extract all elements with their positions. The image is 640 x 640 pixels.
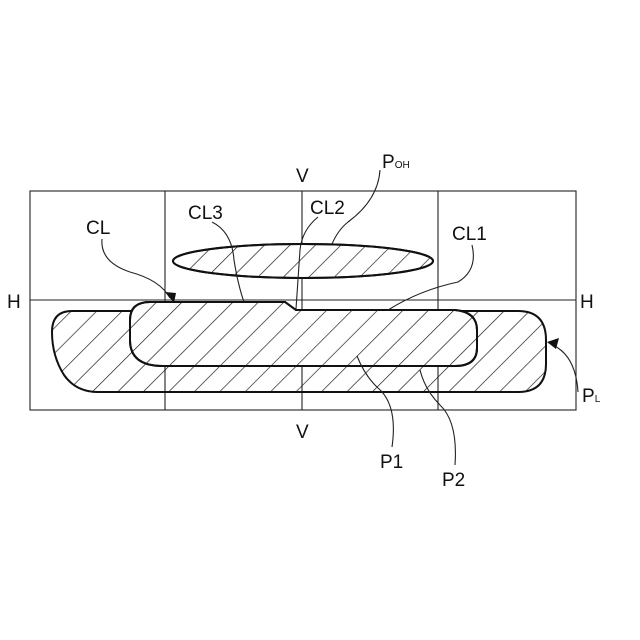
- label-v-bottom: V: [296, 422, 309, 443]
- label-cl3: CL3: [188, 203, 223, 224]
- label-cl: CL: [86, 218, 110, 239]
- cl-leader: [102, 239, 170, 298]
- label-h-right: H: [580, 292, 594, 313]
- poh-ellipse-hatch: [173, 244, 433, 278]
- label-poh-sub: OH: [395, 160, 410, 171]
- label-v-top: V: [296, 166, 309, 187]
- label-p1: P1: [380, 452, 403, 473]
- label-pl: PL: [582, 386, 601, 407]
- label-pl-sub: L: [595, 394, 601, 405]
- label-h-left: H: [7, 292, 21, 313]
- label-poh-main: P: [382, 152, 395, 173]
- pl-leader: [549, 343, 578, 392]
- label-pl-main: P: [582, 386, 595, 407]
- label-poh: POH: [382, 152, 410, 173]
- label-p2: P2: [442, 470, 465, 491]
- label-cl2: CL2: [310, 198, 345, 219]
- p1-inner-hatch: [130, 302, 477, 366]
- label-cl1: CL1: [452, 224, 487, 245]
